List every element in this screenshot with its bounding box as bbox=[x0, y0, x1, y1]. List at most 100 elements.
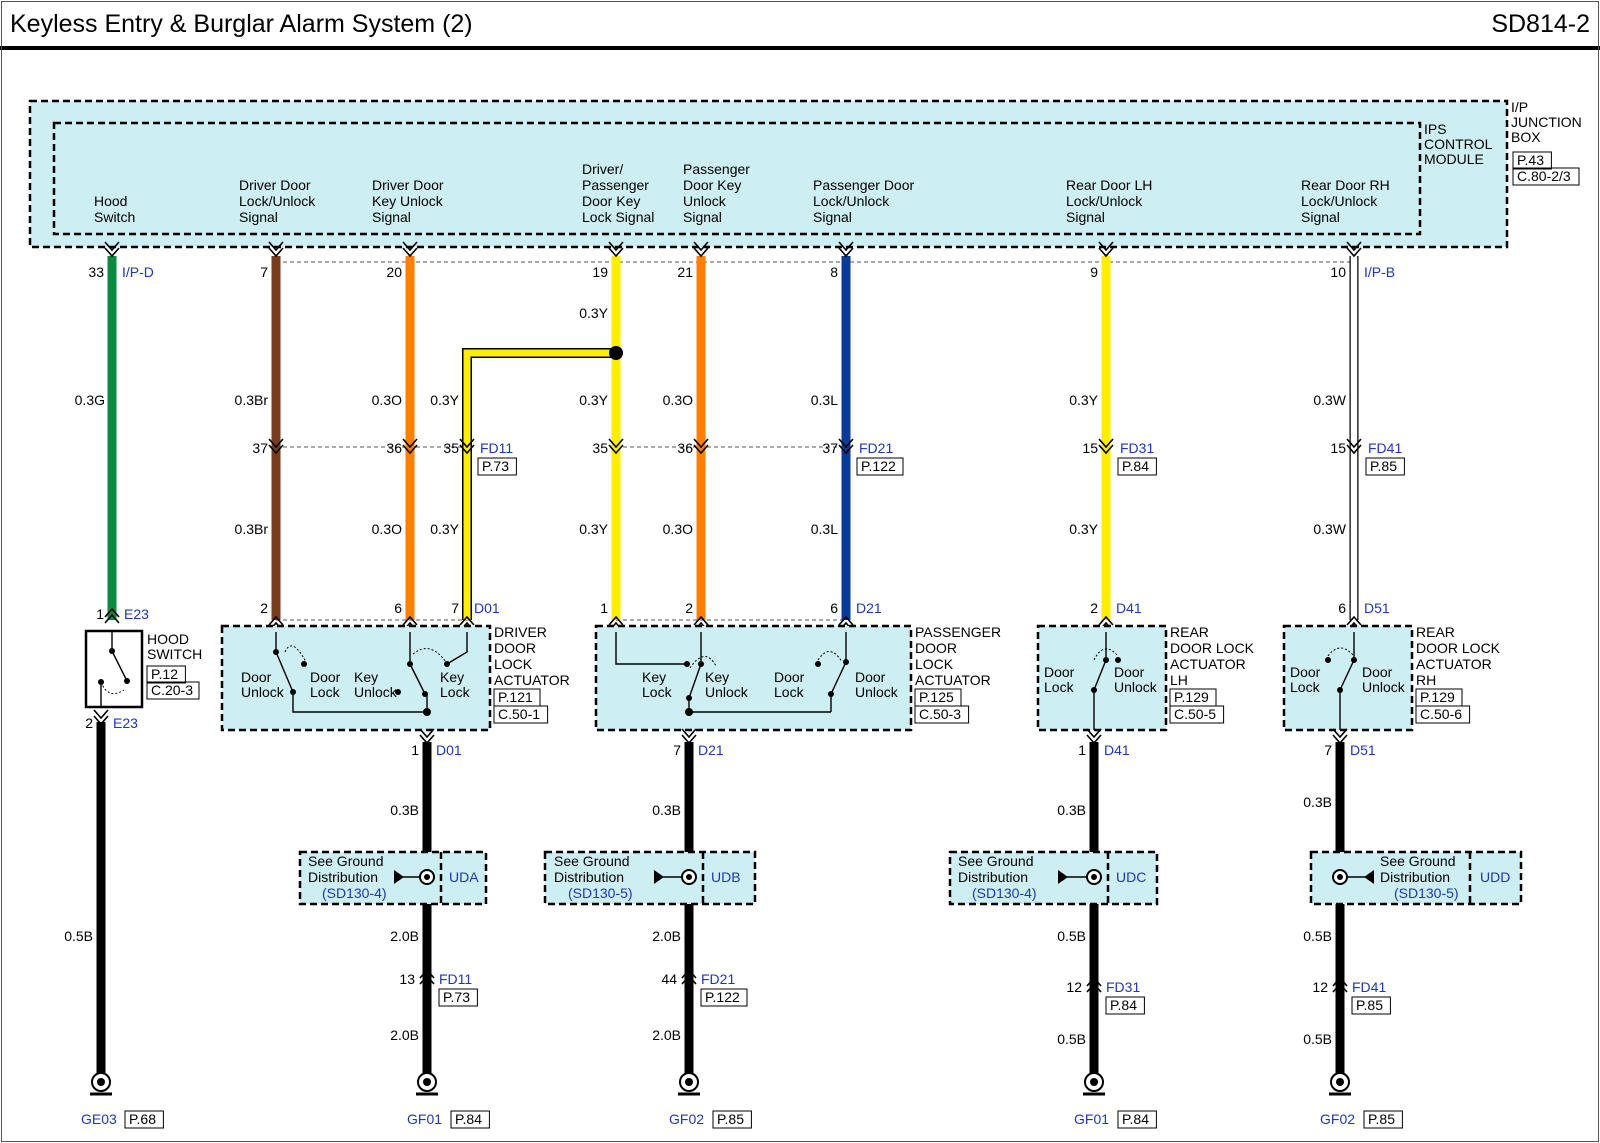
pin-number: 1 bbox=[600, 600, 608, 616]
wire-size: 0.3Y bbox=[1069, 521, 1098, 537]
pin-number: 44 bbox=[661, 971, 677, 987]
signal-label-pass-key: Unlock bbox=[683, 193, 727, 209]
connector-id: D21 bbox=[856, 600, 882, 616]
switch-contact bbox=[684, 661, 690, 667]
connector-chevron bbox=[268, 438, 284, 455]
splice-center bbox=[686, 874, 692, 880]
wire-size: 0.3O bbox=[372, 392, 402, 408]
pin-number: 9 bbox=[1090, 264, 1098, 280]
pin-number: 2 bbox=[685, 600, 693, 616]
wire-size: 0.3Y bbox=[579, 305, 608, 321]
connector-chevron bbox=[608, 438, 624, 455]
hood-switch-label: HOOD bbox=[147, 631, 189, 647]
driver-key-switch bbox=[409, 663, 426, 695]
actuator-page: P.121 bbox=[498, 689, 533, 705]
wire-size: 0.3Y bbox=[1069, 392, 1098, 408]
wire-size: 0.3Br bbox=[235, 521, 269, 537]
connector-chevron bbox=[93, 709, 109, 726]
wire-size: 0.3L bbox=[811, 521, 838, 537]
contact-label: Door bbox=[310, 669, 341, 685]
splice-dot bbox=[685, 708, 693, 716]
pin-number: 33 bbox=[88, 264, 104, 280]
connector-id: FD41 bbox=[1352, 979, 1386, 995]
actuator-rear-rh bbox=[1282, 624, 1414, 732]
pin-number: 13 bbox=[399, 971, 415, 987]
connector-chevron bbox=[1346, 438, 1362, 455]
ground-symbol-gf01-dot bbox=[423, 1078, 431, 1086]
splice-dot bbox=[609, 346, 623, 360]
connector-chevron bbox=[459, 438, 475, 455]
signal-label-drv-key: Driver Door bbox=[372, 177, 444, 193]
diagram-code: SD814-2 bbox=[1491, 10, 1590, 38]
contact-label: Key bbox=[642, 669, 666, 685]
actuator-label: DOOR LOCK bbox=[1170, 640, 1255, 656]
ips-label: MODULE bbox=[1424, 151, 1484, 167]
hood-switch-conn-box bbox=[146, 681, 200, 700]
ground-page-box bbox=[1363, 1110, 1403, 1129]
contact-label: Unlock bbox=[1362, 679, 1406, 695]
pin-number: 20 bbox=[386, 264, 402, 280]
pin-number: 6 bbox=[1338, 600, 1346, 616]
signal-label-rr-lock: Signal bbox=[1301, 209, 1340, 225]
actuator-label: PASSENGER bbox=[915, 624, 1001, 640]
signal-label-dp-key-lock: Lock Signal bbox=[582, 209, 654, 225]
actuator-page: P.129 bbox=[1420, 689, 1455, 705]
contact-label: Key bbox=[705, 669, 729, 685]
connector-chevron bbox=[693, 438, 709, 455]
ground-id: GF01 bbox=[407, 1111, 442, 1127]
hood-switch-page-box bbox=[146, 665, 186, 684]
pin-number: 15 bbox=[1330, 440, 1346, 456]
ground-page: P.84 bbox=[455, 1111, 482, 1127]
signal-label-rr-lock: Lock/Unlock bbox=[1301, 193, 1378, 209]
pin-number: 1 bbox=[96, 606, 104, 622]
actuator-label: ACTUATOR bbox=[494, 672, 570, 688]
signal-label-rl-lock: Signal bbox=[1066, 209, 1105, 225]
wire-size: 0.3L bbox=[811, 392, 838, 408]
actuator-wire bbox=[615, 632, 687, 665]
pin-number: 21 bbox=[677, 264, 693, 280]
connector-id: FD11 bbox=[480, 440, 513, 456]
connector-id: FD21 bbox=[701, 971, 735, 987]
actuator-label: ACTUATOR bbox=[915, 672, 991, 688]
connector-chevron bbox=[1098, 438, 1114, 455]
junction-box-label: I/P bbox=[1511, 99, 1528, 115]
junction-box-page-box bbox=[1512, 151, 1552, 170]
splice-id: UDA bbox=[449, 869, 479, 885]
splice-id: UDB bbox=[711, 869, 741, 885]
actuator-wire bbox=[292, 692, 427, 713]
connector-chevron bbox=[402, 438, 418, 455]
signal-label-rr-lock: Rear Door RH bbox=[1301, 177, 1390, 193]
ground-id: GF02 bbox=[669, 1111, 704, 1127]
ground-box-label: Distribution bbox=[1380, 869, 1450, 885]
hood-switch-conn: C.20-3 bbox=[151, 682, 193, 698]
actuator-label: REAR bbox=[1170, 624, 1209, 640]
ground-box-ref: (SD130-5) bbox=[1394, 885, 1459, 901]
connector-id: FD41 bbox=[1368, 440, 1402, 456]
ground-arrow bbox=[394, 870, 404, 884]
ground-box-label: See Ground bbox=[958, 853, 1034, 869]
hood-switch-page: P.12 bbox=[151, 666, 178, 682]
actuator-label: DOOR bbox=[915, 640, 957, 656]
actuator-label: REAR bbox=[1416, 624, 1455, 640]
connector-chevron bbox=[268, 241, 284, 258]
connector-id: FD11 bbox=[439, 971, 472, 987]
signal-label-pass-lock: Signal bbox=[813, 209, 852, 225]
contact-label: Door bbox=[774, 669, 805, 685]
pin-number: 1 bbox=[411, 742, 419, 758]
ground-distribution-box bbox=[298, 850, 488, 906]
pin-number: 7 bbox=[673, 742, 681, 758]
actuator-conn-box bbox=[914, 705, 970, 724]
wire-size: 0.3Y bbox=[579, 521, 608, 537]
pin-number: 2 bbox=[85, 715, 93, 731]
header: Keyless Entry & Burglar Alarm System (2)… bbox=[0, 0, 1600, 50]
ground-box-label: Distribution bbox=[554, 869, 624, 885]
ground-box-label: See Ground bbox=[1380, 853, 1456, 869]
contact-label: Lock bbox=[774, 684, 805, 700]
ground-box-ref: (SD130-5) bbox=[568, 885, 633, 901]
signal-label-pass-key: Signal bbox=[683, 209, 722, 225]
ground-arrow bbox=[1364, 870, 1374, 884]
switch-contact bbox=[444, 661, 450, 667]
actuator-conn: C.50-3 bbox=[919, 706, 961, 722]
wire-size: 0.3B bbox=[652, 802, 681, 818]
wire-size: 0.3W bbox=[1313, 521, 1346, 537]
